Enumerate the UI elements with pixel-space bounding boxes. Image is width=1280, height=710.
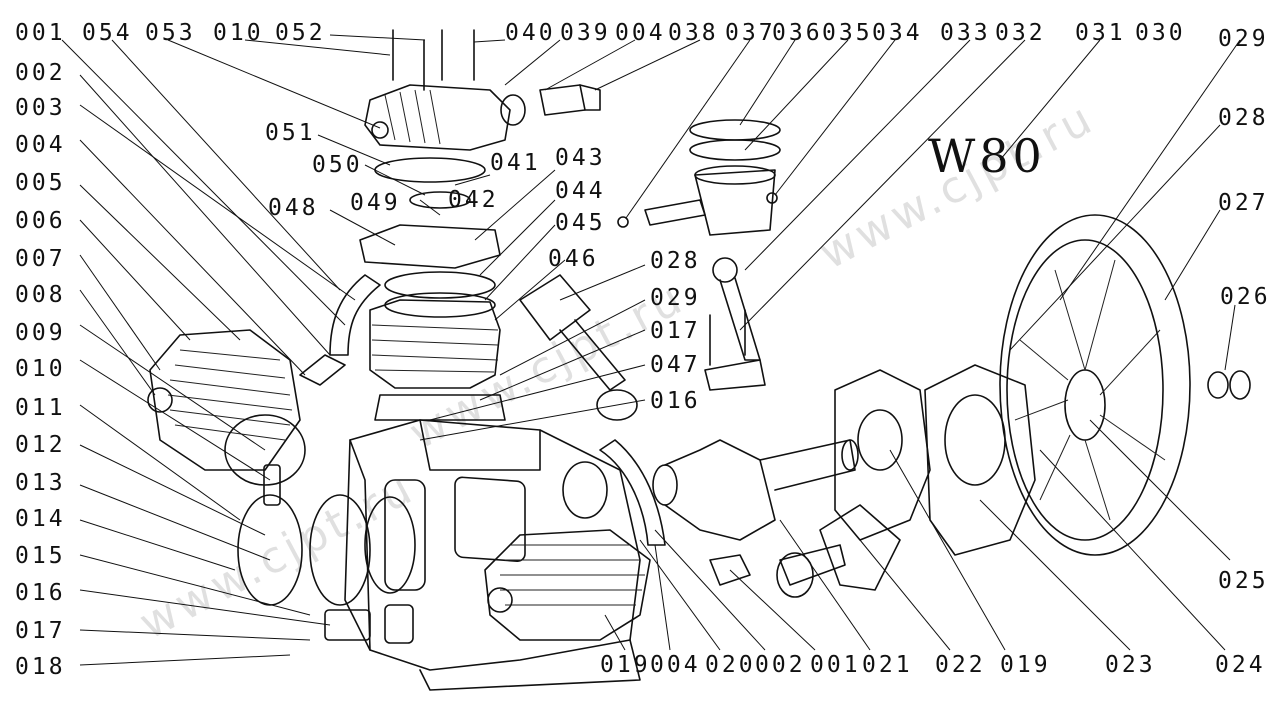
callout-mid-051: 051 bbox=[265, 120, 316, 146]
callout-left-008: 008 bbox=[15, 282, 66, 308]
callout-left-016: 016 bbox=[15, 580, 66, 606]
crankshaft bbox=[652, 439, 859, 541]
callout-top-036: 036 bbox=[772, 20, 823, 46]
callout-left-004: 004 bbox=[15, 132, 66, 158]
leader-lines bbox=[61, 34, 1241, 666]
callout-bottom-022: 022 bbox=[935, 652, 986, 678]
callout-left-006: 006 bbox=[15, 208, 66, 234]
model-label: W80 bbox=[928, 129, 1046, 183]
connecting-rod-right bbox=[704, 257, 766, 391]
cylinder-head-top bbox=[364, 84, 511, 151]
callout-mid-043: 043 bbox=[555, 145, 606, 171]
bearing-shell bbox=[709, 554, 751, 586]
callout-left-013: 013 bbox=[15, 470, 66, 496]
callout-mid-041: 041 bbox=[490, 150, 541, 176]
callout-top-037: 037 bbox=[725, 20, 776, 46]
callout-left-010: 010 bbox=[15, 356, 66, 382]
callout-mid-042: 042 bbox=[448, 187, 499, 213]
callout-bottom-019b: 019 bbox=[1000, 652, 1051, 678]
callout-mid-047: 047 bbox=[650, 352, 701, 378]
callout-top-053: 053 bbox=[145, 20, 196, 46]
oil-breather bbox=[263, 464, 414, 644]
callout-top-033: 033 bbox=[940, 20, 991, 46]
callout-top-054: 054 bbox=[82, 20, 133, 46]
callout-top-031: 031 bbox=[1075, 20, 1126, 46]
callout-top-004: 004 bbox=[615, 20, 666, 46]
callout-mid-045: 045 bbox=[555, 210, 606, 236]
callout-bottom-021: 021 bbox=[862, 652, 913, 678]
cylinder-left bbox=[147, 329, 306, 486]
flywheel bbox=[999, 214, 1191, 556]
crankcase bbox=[344, 419, 641, 691]
callout-bottom-020: 020 bbox=[705, 652, 756, 678]
callout-mid-049: 049 bbox=[350, 190, 401, 216]
callout-top-034: 034 bbox=[872, 20, 923, 46]
callout-right-026: 026 bbox=[1220, 284, 1271, 310]
callout-left-003: 003 bbox=[15, 95, 66, 121]
callout-right-025: 025 bbox=[1218, 568, 1269, 594]
callout-mid-029: 029 bbox=[650, 285, 701, 311]
callout-top-052: 052 bbox=[275, 20, 326, 46]
callout-left-015: 015 bbox=[15, 543, 66, 569]
watermark-lower: www.cjpt.ru bbox=[131, 462, 423, 650]
hose-lower bbox=[599, 439, 666, 546]
hose-fitting-left bbox=[299, 354, 346, 386]
callout-bottom-002: 002 bbox=[755, 652, 806, 678]
callout-mid-046: 046 bbox=[548, 246, 599, 272]
callout-left-002: 002 bbox=[15, 60, 66, 86]
callout-mid-050: 050 bbox=[312, 152, 363, 178]
callout-top-032: 032 bbox=[995, 20, 1046, 46]
callout-top-001: 001 bbox=[15, 20, 66, 46]
callout-mid-016: 016 bbox=[650, 388, 701, 414]
bearing-left bbox=[562, 461, 608, 519]
piston-lower bbox=[776, 504, 901, 598]
callout-left-017: 017 bbox=[15, 618, 66, 644]
head-bolts bbox=[392, 29, 475, 91]
callout-top-040: 040 bbox=[505, 20, 556, 46]
callout-left-012: 012 bbox=[15, 432, 66, 458]
nut-and-washer bbox=[1207, 370, 1251, 400]
callout-right-028: 028 bbox=[1218, 105, 1269, 131]
callout-mid-044: 044 bbox=[555, 178, 606, 204]
callout-bottom-001: 001 bbox=[810, 652, 861, 678]
callout-bottom-019a: 019 bbox=[600, 652, 651, 678]
watermark-upper: www.cjpt.ru bbox=[811, 92, 1103, 280]
callout-left-018: 018 bbox=[15, 654, 66, 680]
callout-bottom-023: 023 bbox=[1105, 652, 1156, 678]
callout-left-011: 011 bbox=[15, 395, 66, 421]
callout-top-035: 035 bbox=[822, 20, 873, 46]
callout-top-039: 039 bbox=[560, 20, 611, 46]
cylinder-top bbox=[369, 292, 506, 421]
piston-middle bbox=[519, 274, 638, 421]
cylinder-bottom bbox=[484, 529, 651, 641]
callout-top-038: 038 bbox=[668, 20, 719, 46]
callout-right-027: 027 bbox=[1218, 190, 1269, 216]
callout-mid-048: 048 bbox=[268, 195, 319, 221]
elbow-fitting-top bbox=[500, 84, 601, 126]
callout-left-007: 007 bbox=[15, 246, 66, 272]
callout-top-029: 029 bbox=[1218, 26, 1269, 52]
callout-top-030: 030 bbox=[1135, 20, 1186, 46]
callout-left-014: 014 bbox=[15, 506, 66, 532]
callout-left-005: 005 bbox=[15, 170, 66, 196]
callout-left-009: 009 bbox=[15, 320, 66, 346]
callout-mid-028: 028 bbox=[650, 248, 701, 274]
valve-plates bbox=[359, 157, 501, 299]
callout-bottom-024: 024 bbox=[1215, 652, 1266, 678]
callout-top-010: 010 bbox=[213, 20, 264, 46]
bearing-housing bbox=[834, 364, 1036, 556]
piston-top-right bbox=[617, 119, 781, 236]
callout-mid-017: 017 bbox=[650, 318, 701, 344]
hose-top-left bbox=[329, 274, 381, 356]
callout-bottom-004: 004 bbox=[650, 652, 701, 678]
parts-artwork bbox=[147, 29, 1251, 691]
